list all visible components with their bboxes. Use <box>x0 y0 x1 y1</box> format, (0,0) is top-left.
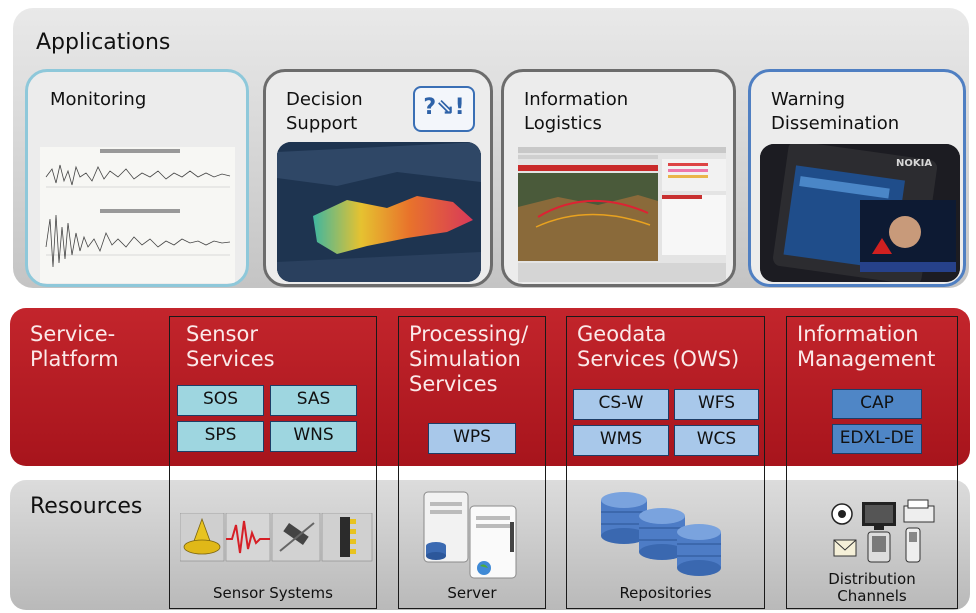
resource-label-repositories: Repositories <box>619 584 712 602</box>
geodata-services-title: Geodata Services (OWS) <box>577 322 739 372</box>
satellite-icon <box>283 523 309 545</box>
app-card-label-line2: Logistics <box>524 113 602 134</box>
server-icon <box>420 488 530 582</box>
app-card-label-line1: Warning <box>771 89 846 110</box>
app-card-label: Warning Dissemination <box>771 88 899 136</box>
service-box-edxl-de[interactable]: EDXL-DE <box>832 424 922 454</box>
title-line: Geodata <box>577 322 667 346</box>
information-management-title: Information Management <box>797 322 935 372</box>
service-box-sas[interactable]: SAS <box>270 385 357 416</box>
app-card-label-line2: Dissemination <box>771 113 900 134</box>
service-box-cs-w[interactable]: CS-W <box>573 389 669 420</box>
service-platform-title-line2: Platform <box>30 347 119 371</box>
decision-badge-icon: ?⇘! <box>413 86 475 132</box>
logistics-app-screenshot <box>518 147 726 282</box>
resource-label-sensor-systems: Sensor Systems <box>213 584 333 602</box>
app-card-monitoring[interactable]: Monitoring <box>25 69 249 287</box>
column-geodata-services <box>566 316 765 609</box>
app-card-label: Information Logistics <box>524 88 628 136</box>
label-line: Distribution <box>828 570 916 588</box>
app-card-label: Decision Support <box>286 88 363 136</box>
service-box-wfs[interactable]: WFS <box>674 389 759 420</box>
sensor-services-title: Sensor Services <box>186 322 275 372</box>
service-box-cap[interactable]: CAP <box>832 389 922 419</box>
resource-label-distribution-channels: Distribution Channels <box>786 571 958 605</box>
tide-gauge-icon <box>340 517 350 557</box>
service-platform-title: Service- Platform <box>30 322 119 372</box>
app-card-label-line1: Decision <box>286 89 363 110</box>
repositories-icon <box>595 492 725 582</box>
distribution-channels-icons <box>830 496 944 566</box>
title-line: Management <box>797 347 936 371</box>
service-box-wps[interactable]: WPS <box>428 423 516 454</box>
column-sensor-services <box>169 316 377 609</box>
title-line: Services <box>409 372 498 396</box>
title-line: Simulation <box>409 347 521 371</box>
processing-services-title: Processing/ Simulation Services <box>409 322 528 397</box>
column-information-management <box>786 316 958 609</box>
applications-title: Applications <box>36 30 171 55</box>
sensor-systems-icons <box>179 512 376 563</box>
service-box-sos[interactable]: SOS <box>177 385 264 416</box>
resources-title: Resources <box>30 494 143 519</box>
title-line: Services (OWS) <box>577 347 740 371</box>
service-platform-title-line1: Service- <box>30 322 116 346</box>
simulation-map-image <box>277 142 481 282</box>
phone-brand-text: NOKIA <box>896 158 933 169</box>
label-line: Channels <box>837 587 907 605</box>
column-processing-services <box>398 316 546 609</box>
resource-label-server: Server <box>447 584 497 602</box>
service-box-wcs[interactable]: WCS <box>674 425 759 456</box>
service-box-sps[interactable]: SPS <box>177 421 264 452</box>
phone-warning-photo: NOKIA <box>760 144 960 282</box>
app-card-label-line1: Information <box>524 89 629 110</box>
title-line: Sensor <box>186 322 258 346</box>
title-line: Information <box>797 322 919 346</box>
tide-gauge-chart-image <box>40 147 235 283</box>
app-card-label: Monitoring <box>50 89 147 110</box>
title-line: Processing/ <box>409 322 529 346</box>
app-card-label-line2: Support <box>286 113 358 134</box>
title-line: Services <box>186 347 275 371</box>
service-box-wns[interactable]: WNS <box>270 421 357 452</box>
app-card-warning-dissemination[interactable]: Warning Dissemination NOKIA <box>748 69 966 287</box>
seismograph-icon <box>226 520 270 554</box>
app-card-decision-support[interactable]: Decision Support ?⇘! <box>263 69 493 287</box>
service-box-wms[interactable]: WMS <box>573 425 669 456</box>
app-card-information-logistics[interactable]: Information Logistics <box>501 69 736 287</box>
